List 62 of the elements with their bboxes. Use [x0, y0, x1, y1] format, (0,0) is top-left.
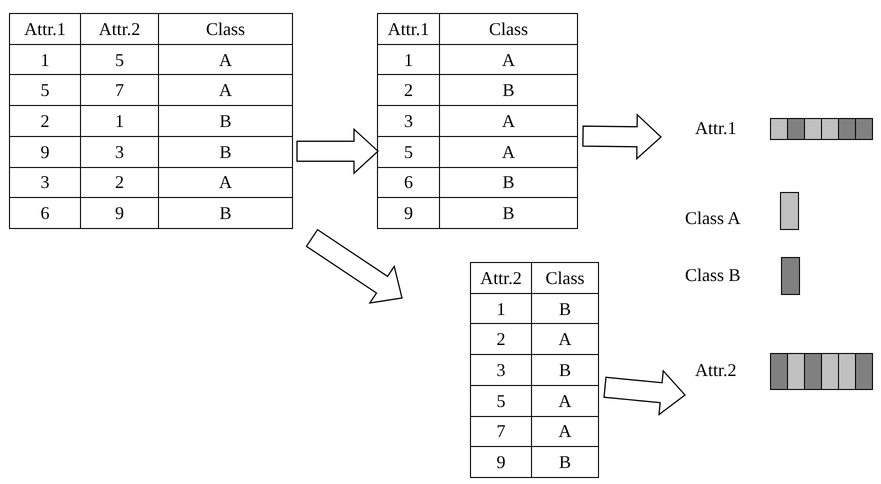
table-cell: B: [532, 354, 598, 386]
table-cell: 5: [80, 44, 158, 75]
data-table: [9, 13, 292, 229]
table-cell: Class: [532, 262, 598, 294]
table-cell: 5: [10, 74, 80, 106]
table-cell: A: [532, 324, 598, 355]
table-cell: 2: [378, 74, 440, 106]
table-cell: 7: [80, 74, 158, 106]
legend-label: Class A: [685, 208, 741, 229]
bar-label: Attr.2: [695, 360, 737, 381]
table-cell: Class: [440, 14, 578, 44]
table-cell: 5: [470, 385, 532, 416]
table-cell: 6: [10, 198, 80, 228]
table-cell: 2: [80, 167, 158, 198]
table-cell: B: [532, 293, 598, 324]
table-cell: 3: [378, 106, 440, 136]
block-arrow: [603, 369, 686, 416]
block-arrow: [306, 228, 403, 304]
table-cell: A: [532, 385, 598, 416]
table-cell: 1: [378, 44, 440, 75]
table-cell: 3: [80, 136, 158, 168]
table-cell: B: [440, 198, 578, 228]
table-cell: 7: [470, 416, 532, 447]
table-cell: B: [158, 106, 292, 136]
table-cell: Attr.1: [10, 14, 80, 44]
table-cell: 1: [470, 293, 532, 324]
table-cell: 2: [470, 324, 532, 355]
block-arrow: [296, 128, 379, 175]
table-cell: B: [532, 446, 598, 478]
table-cell: Attr.2: [470, 262, 532, 294]
bar-label: Attr.1: [695, 118, 737, 139]
legend-label: Class B: [685, 265, 741, 286]
segmented-bar: [770, 118, 872, 140]
data-table: [377, 13, 577, 229]
table-cell: 9: [10, 136, 80, 168]
table-cell: Attr.2: [80, 14, 158, 44]
table-cell: A: [158, 167, 292, 198]
table-cell: 9: [470, 446, 532, 478]
segmented-bar: [770, 353, 872, 390]
table-cell: A: [532, 416, 598, 447]
table-cell: 9: [80, 198, 158, 228]
block-arrow: [582, 113, 662, 160]
table-cell: A: [440, 136, 578, 168]
table-cell: 3: [470, 354, 532, 386]
table-cell: 5: [378, 136, 440, 168]
table-cell: 9: [378, 198, 440, 228]
table-cell: Class: [158, 14, 292, 44]
table-cell: 3: [10, 167, 80, 198]
table-cell: A: [440, 44, 578, 75]
table-cell: B: [158, 198, 292, 228]
table-cell: B: [440, 167, 578, 198]
table-cell: A: [440, 106, 578, 136]
table-cell: 2: [10, 106, 80, 136]
table-cell: 6: [378, 167, 440, 198]
table-cell: A: [158, 44, 292, 75]
table-cell: 1: [80, 106, 158, 136]
table-cell: A: [158, 74, 292, 106]
table-cell: Attr.1: [378, 14, 440, 44]
table-cell: B: [440, 74, 578, 106]
data-table: [470, 262, 598, 478]
table-cell: B: [158, 136, 292, 168]
table-cell: 1: [10, 44, 80, 75]
